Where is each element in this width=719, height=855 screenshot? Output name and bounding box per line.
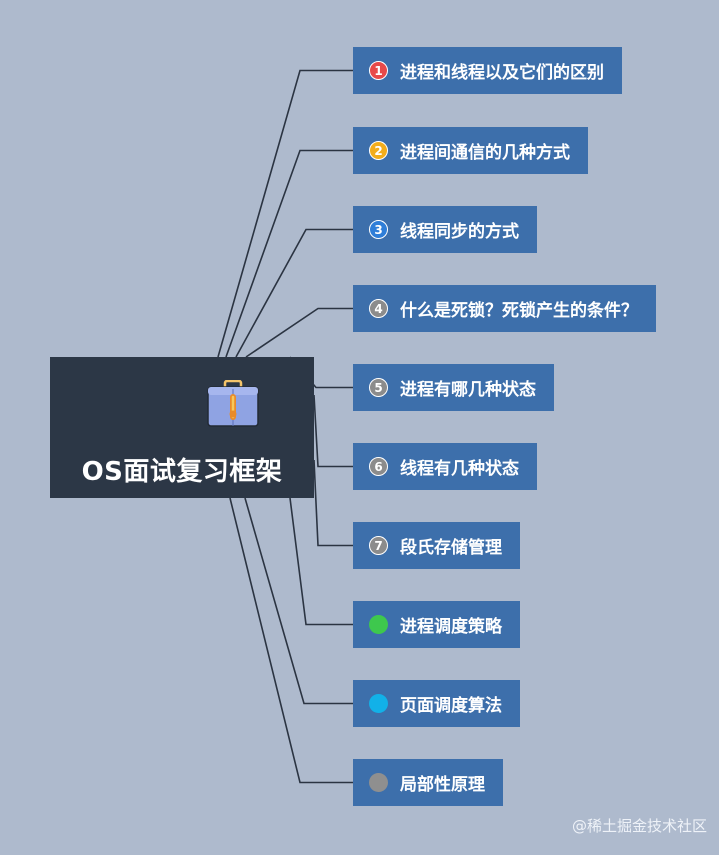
branch-node[interactable]: 2 进程间通信的几种方式	[353, 127, 588, 174]
watermark: @稀土掘金技术社区	[571, 817, 707, 835]
root-node[interactable]: OS面试复习框架	[50, 357, 314, 498]
connector-line	[245, 307, 353, 358]
number-badge-icon: 7	[369, 536, 388, 555]
number-badge-icon: 2	[369, 141, 388, 160]
branch-node[interactable]: 5 进程有哪几种状态	[353, 364, 554, 411]
connector-line	[235, 228, 353, 358]
branch-label: 段氏存储管理	[400, 538, 502, 558]
connector-line	[225, 149, 353, 358]
branch-label: 进程调度策略	[400, 617, 502, 637]
branch-node[interactable]: 进程调度策略	[353, 601, 520, 648]
number-badge-icon: 5	[369, 378, 388, 397]
branch-node[interactable]: 页面调度算法	[353, 680, 520, 727]
briefcase-icon	[206, 380, 260, 428]
status-dot-icon	[369, 615, 388, 634]
branch-label: 线程同步的方式	[400, 222, 519, 242]
connector-line	[244, 497, 353, 705]
connector-line	[313, 459, 353, 547]
number-badge-icon: 1	[369, 61, 388, 80]
connector-line	[229, 497, 353, 784]
branch-label: 进程间通信的几种方式	[400, 143, 570, 163]
number-badge-icon: 3	[369, 220, 388, 239]
branch-label: 进程有哪几种状态	[400, 380, 536, 400]
branch-label: 进程和线程以及它们的区别	[400, 63, 604, 83]
branch-label: 局部性原理	[400, 775, 485, 795]
connector-line	[289, 497, 353, 626]
branch-node[interactable]: 1 进程和线程以及它们的区别	[353, 47, 622, 94]
connector-line	[217, 69, 353, 358]
root-title: OS面试复习框架	[81, 457, 283, 487]
connector-line	[313, 394, 353, 468]
status-dot-icon	[369, 694, 388, 713]
branch-node[interactable]: 3 线程同步的方式	[353, 206, 537, 253]
status-dot-icon	[369, 773, 388, 792]
branch-node[interactable]: 7 段氏存储管理	[353, 522, 520, 569]
number-badge-icon: 6	[369, 457, 388, 476]
branch-label: 页面调度算法	[400, 696, 502, 716]
branch-node[interactable]: 局部性原理	[353, 759, 503, 806]
branch-node[interactable]: 4 什么是死锁？死锁产生的条件？	[353, 285, 656, 332]
branch-label: 线程有几种状态	[400, 459, 519, 479]
number-badge-icon: 4	[369, 299, 388, 318]
branch-node[interactable]: 6 线程有几种状态	[353, 443, 537, 490]
branch-label: 什么是死锁？死锁产生的条件？	[400, 301, 638, 321]
